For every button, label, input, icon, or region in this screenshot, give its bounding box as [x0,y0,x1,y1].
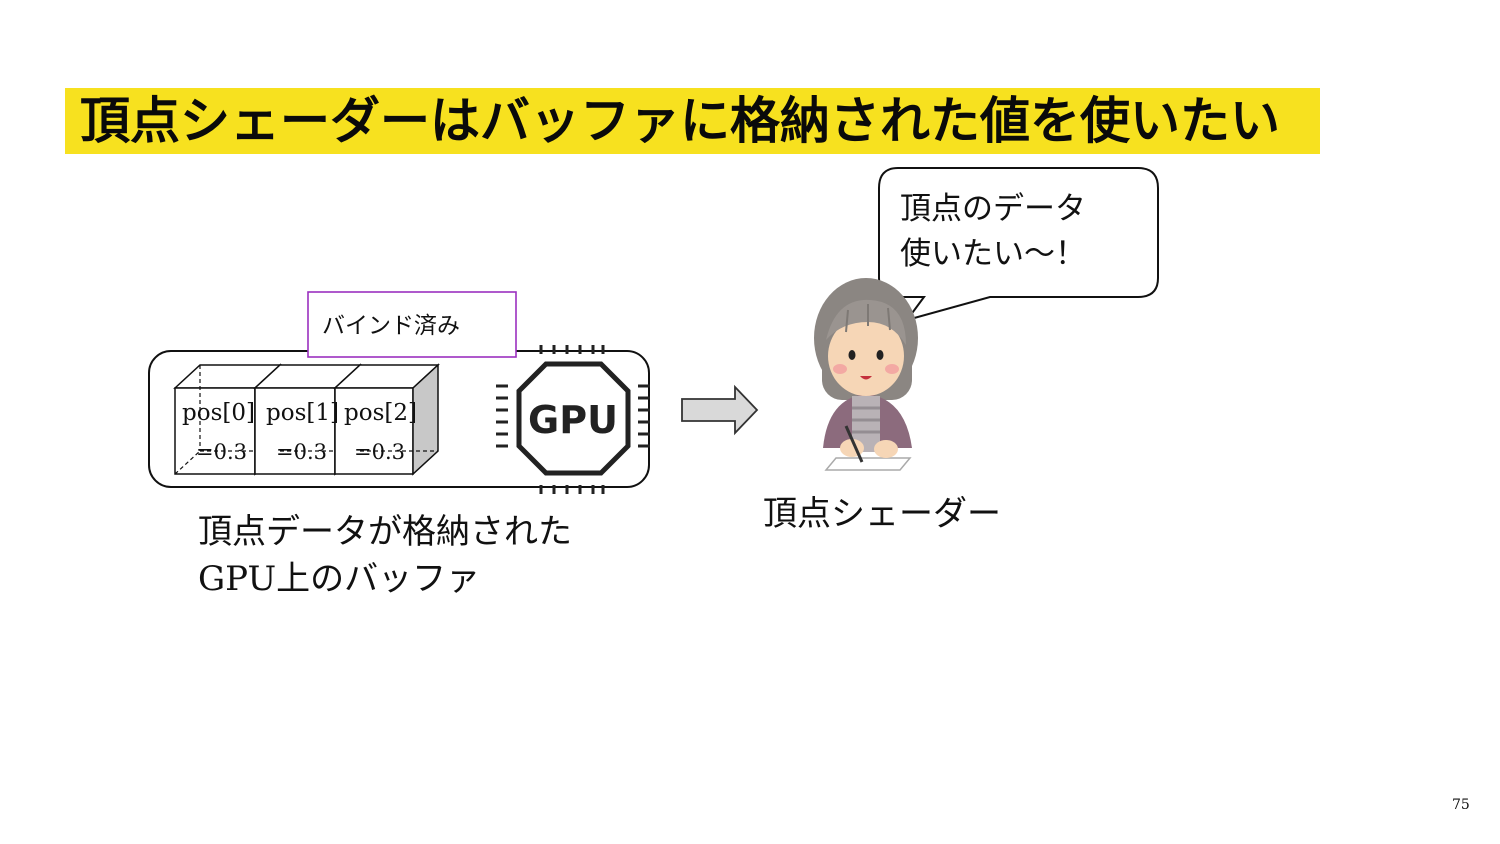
cell-label: pos[2] [344,400,417,426]
gpu-chip-icon: GPU [496,345,650,494]
bind-label-box [307,291,517,358]
bind-label: バインド済み [322,313,460,339]
cell-value: =0.3 [276,440,327,464]
gpu-label: GPU [528,398,618,442]
shader-caption: 頂点シェーダー [763,494,1001,534]
bubble-line-2: 使いたい～！ [900,236,1086,272]
speech-bubble [878,167,1159,322]
cell-value: =0.3 [196,440,247,464]
title-highlight [65,88,1320,154]
cell-label: pos[0] [182,400,255,426]
buffer-cell [333,363,440,476]
page-number: 75 [1452,797,1470,813]
bubble-line-1: 頂点のデータ [900,191,1086,227]
cell-value: =0.3 [354,440,405,464]
cell-label: pos[1] [266,400,339,426]
buffer-caption-line-2: GPU上のバッファ [198,559,481,599]
right-arrow-icon [681,384,759,436]
elderly-woman-writing-illustration [814,278,918,471]
buffer-cells: pos[0] pos[1] pos[2] =0.3 =0.3 =0.3 [173,363,440,476]
buffer-caption-line-1: 頂点データが格納された [198,512,572,552]
slide-title: 頂点シェーダーはバッファに格納された値を使いたい [80,92,1280,150]
